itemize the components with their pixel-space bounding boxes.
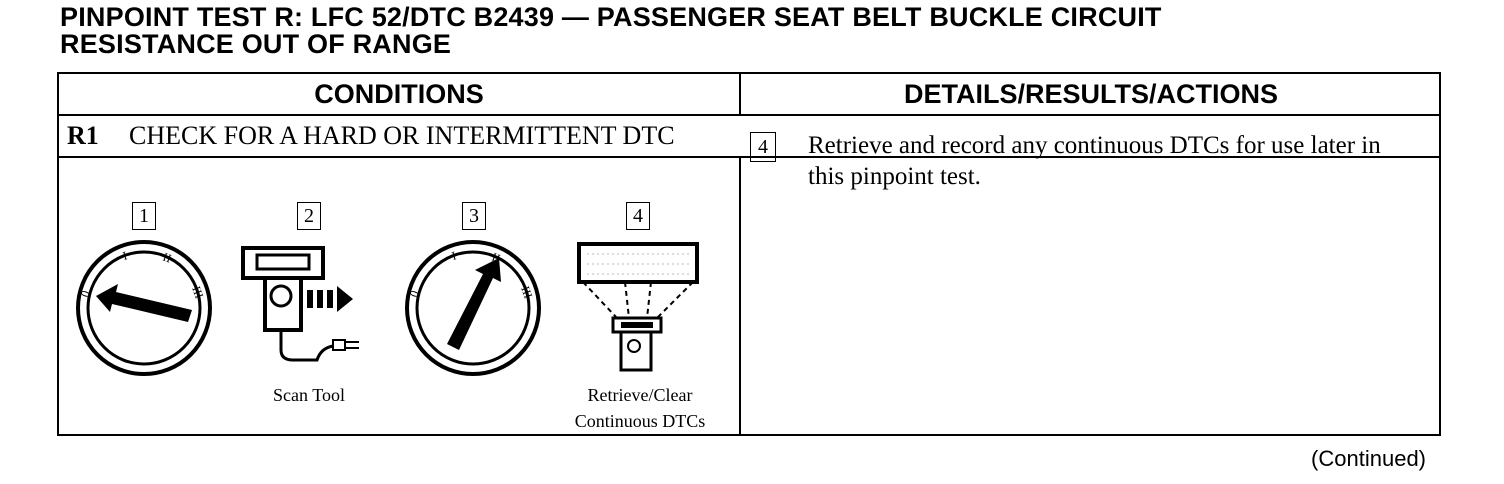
details-header: DETAILS/RESULTS/ACTIONS (741, 74, 1441, 116)
figure-2-number: 2 (297, 202, 321, 230)
svg-text:0: 0 (407, 289, 422, 299)
retrieve-clear-dtc-icon (577, 242, 699, 372)
figure-3-number: 3 (462, 202, 486, 230)
svg-text:III: III (518, 284, 535, 300)
figure-2-caption: Scan Tool (273, 385, 345, 405)
figure-1-number: 1 (132, 202, 156, 230)
column-divider (739, 158, 741, 436)
svg-text:III: III (189, 284, 206, 300)
figure-4-caption-line-1: Retrieve/Clear (587, 385, 693, 405)
figure-4-caption-line-2: Continuous DTCs (574, 411, 706, 431)
title-line-1: PINPOINT TEST R: LFC 52/DTC B2439 — PASS… (60, 2, 1162, 32)
conditions-header: CONDITIONS (59, 74, 741, 116)
ignition-switch-run-icon: 0 I II III (405, 240, 541, 376)
continued-label: (Continued) (1311, 446, 1426, 471)
pinpoint-table: CONDITIONS DETAILS/RESULTS/ACTIONS R1 CH… (57, 72, 1441, 436)
figure-4-caption: Retrieve/Clear Continuous DTCs (555, 382, 725, 434)
svg-text:I: I (121, 248, 128, 263)
ignition-switch-off-icon: 0 I II III (76, 240, 212, 376)
svg-text:I: I (450, 248, 457, 263)
step-code: R1 (67, 121, 99, 150)
step-title: CHECK FOR A HARD OR INTERMITTENT DTC (129, 121, 675, 150)
page-title: PINPOINT TEST R: LFC 52/DTC B2439 — PASS… (60, 4, 1480, 58)
title-line-2: RESISTANCE OUT OF RANGE (60, 29, 452, 59)
scan-tool-icon (241, 246, 359, 362)
detail-text: Retrieve and record any continuous DTCs … (808, 132, 1381, 190)
svg-text:0: 0 (78, 289, 93, 299)
figure-4-number: 4 (626, 202, 650, 230)
detail-number: 4 (750, 132, 776, 162)
step-row: R1 CHECK FOR A HARD OR INTERMITTENT DTC (59, 116, 1439, 158)
